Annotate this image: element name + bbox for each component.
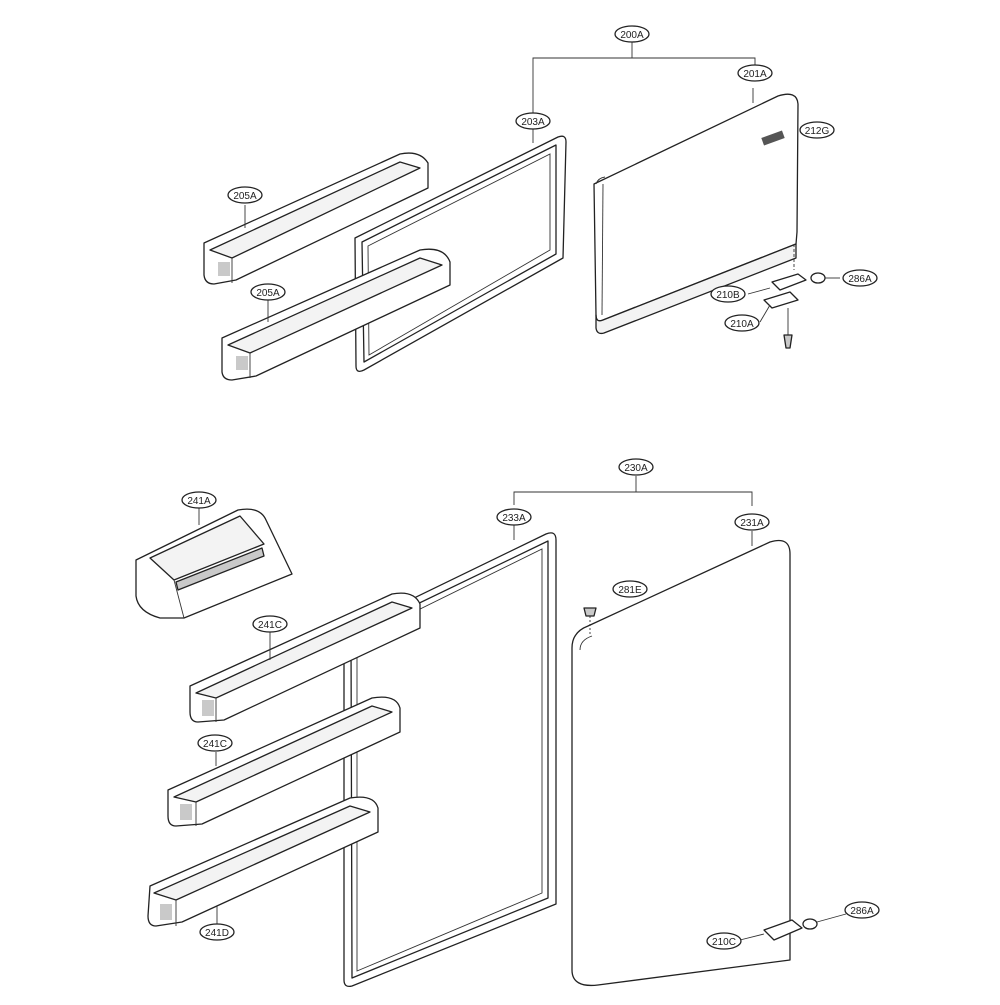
bin-clip xyxy=(160,904,172,920)
fridge-door-231A xyxy=(571,531,791,987)
callout-241C-lower: 241C xyxy=(197,734,233,752)
door-bin-205A-upper xyxy=(203,152,429,285)
callout-210A: 210A xyxy=(724,314,760,332)
callout-210C: 210C xyxy=(706,932,742,950)
logo-badge-212G xyxy=(761,130,785,146)
svg-text:286A: 286A xyxy=(848,274,872,285)
cap-286A xyxy=(810,272,826,284)
hinge-210A xyxy=(763,291,799,309)
svg-text:210A: 210A xyxy=(730,319,754,330)
bin-clip xyxy=(202,700,214,716)
callout-205A-lower: 205A xyxy=(250,283,286,301)
hinge-210B xyxy=(771,273,807,291)
hinge-assembly-lower xyxy=(739,913,847,941)
callout-201A: 201A xyxy=(737,64,773,82)
svg-text:200A: 200A xyxy=(620,30,644,41)
door-bin-241C-upper xyxy=(189,592,421,723)
callout-233A: 233A xyxy=(496,508,532,526)
gasket-233A xyxy=(343,525,557,988)
callout-286A-lower: 286A xyxy=(844,901,880,919)
callout-212G: 212G xyxy=(799,121,835,139)
callout-200A: 200A xyxy=(614,25,650,43)
bin-clip xyxy=(218,262,230,276)
svg-text:203A: 203A xyxy=(521,117,545,128)
svg-text:241A: 241A xyxy=(187,496,211,507)
svg-text:231A: 231A xyxy=(740,518,764,529)
door-bin-241D xyxy=(147,796,379,927)
svg-text:205A: 205A xyxy=(256,288,280,299)
callout-281E: 281E xyxy=(612,580,648,598)
callout-230A: 230A xyxy=(618,458,654,476)
callout-205A-upper: 205A xyxy=(227,186,263,204)
bin-clip xyxy=(236,356,248,370)
door-bin-241C-lower xyxy=(167,696,401,827)
hinge-assembly-upper xyxy=(747,244,840,349)
svg-text:281E: 281E xyxy=(618,585,642,596)
callout-241C-upper: 241C xyxy=(252,615,288,633)
svg-text:241D: 241D xyxy=(205,928,229,939)
callout-241A: 241A xyxy=(181,491,217,509)
callout-241D: 241D xyxy=(199,923,235,941)
svg-text:212G: 212G xyxy=(805,126,830,137)
bracket-200A xyxy=(532,42,756,118)
callout-210B: 210B xyxy=(710,285,746,303)
screw xyxy=(783,334,793,349)
svg-text:210B: 210B xyxy=(716,290,740,301)
dairy-box-241A xyxy=(135,508,293,619)
screw-281E xyxy=(583,607,597,617)
bracket-230A xyxy=(513,476,753,506)
callout-231A: 231A xyxy=(734,513,770,531)
svg-text:230A: 230A xyxy=(624,463,648,474)
svg-text:241C: 241C xyxy=(203,739,227,750)
freezer-door-201A xyxy=(593,88,799,335)
svg-text:286A: 286A xyxy=(850,906,874,917)
hinge-210C xyxy=(763,919,803,941)
svg-text:241C: 241C xyxy=(258,620,282,631)
callout-286A-upper: 286A xyxy=(842,269,878,287)
svg-text:205A: 205A xyxy=(233,191,257,202)
svg-text:210C: 210C xyxy=(712,937,736,948)
door-bin-205A-lower xyxy=(221,248,451,381)
svg-text:201A: 201A xyxy=(743,69,767,80)
cap-286A-lower xyxy=(802,918,818,930)
bin-clip xyxy=(180,804,192,820)
callout-203A: 203A xyxy=(515,112,551,130)
svg-text:233A: 233A xyxy=(502,513,526,524)
